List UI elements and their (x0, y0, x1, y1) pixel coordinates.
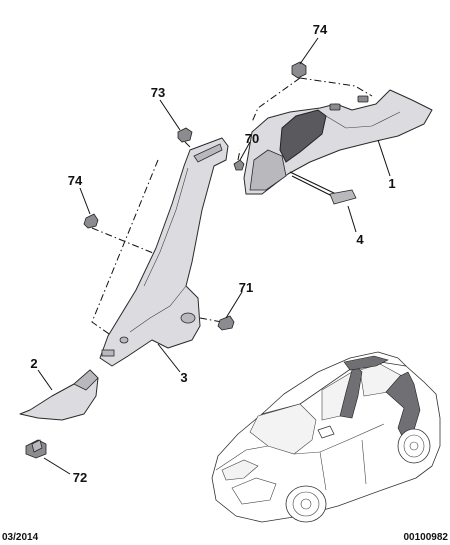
callout-1: 1 (388, 176, 395, 191)
callout-70: 70 (245, 131, 259, 146)
clip-icon (217, 315, 235, 331)
screw-icon (83, 213, 99, 229)
callout-71: 71 (239, 280, 253, 295)
footer-date: 03/2014 (2, 532, 39, 543)
clip-icon (357, 95, 369, 103)
part-2-lower-trim (19, 369, 99, 421)
clip-icon (177, 127, 193, 143)
fastener-74-left (83, 213, 99, 229)
vehicle-locator (211, 351, 441, 523)
part-1-rear-pillar-trim (243, 89, 433, 195)
screw-icon (291, 61, 307, 79)
footer-reference: 00100982 (404, 532, 449, 543)
callout-3: 3 (180, 370, 187, 385)
leader-lines (37, 37, 391, 475)
clip-icon (329, 103, 341, 111)
callout-73: 73 (151, 85, 165, 100)
part-4-clip (289, 171, 357, 205)
fastener-73 (177, 127, 193, 143)
callout-74-left: 74 (68, 173, 83, 188)
callout-72: 72 (73, 470, 87, 485)
callout-4: 4 (356, 232, 364, 247)
callout-74-top: 74 (313, 22, 328, 37)
callout-2: 2 (30, 356, 37, 371)
screw-icon (233, 159, 245, 171)
part-3-pillar-trim (99, 137, 229, 367)
fastener-72 (25, 439, 47, 459)
fastener-74-top (291, 61, 307, 79)
fastener-71 (217, 315, 235, 331)
fastener-70 (233, 159, 245, 171)
